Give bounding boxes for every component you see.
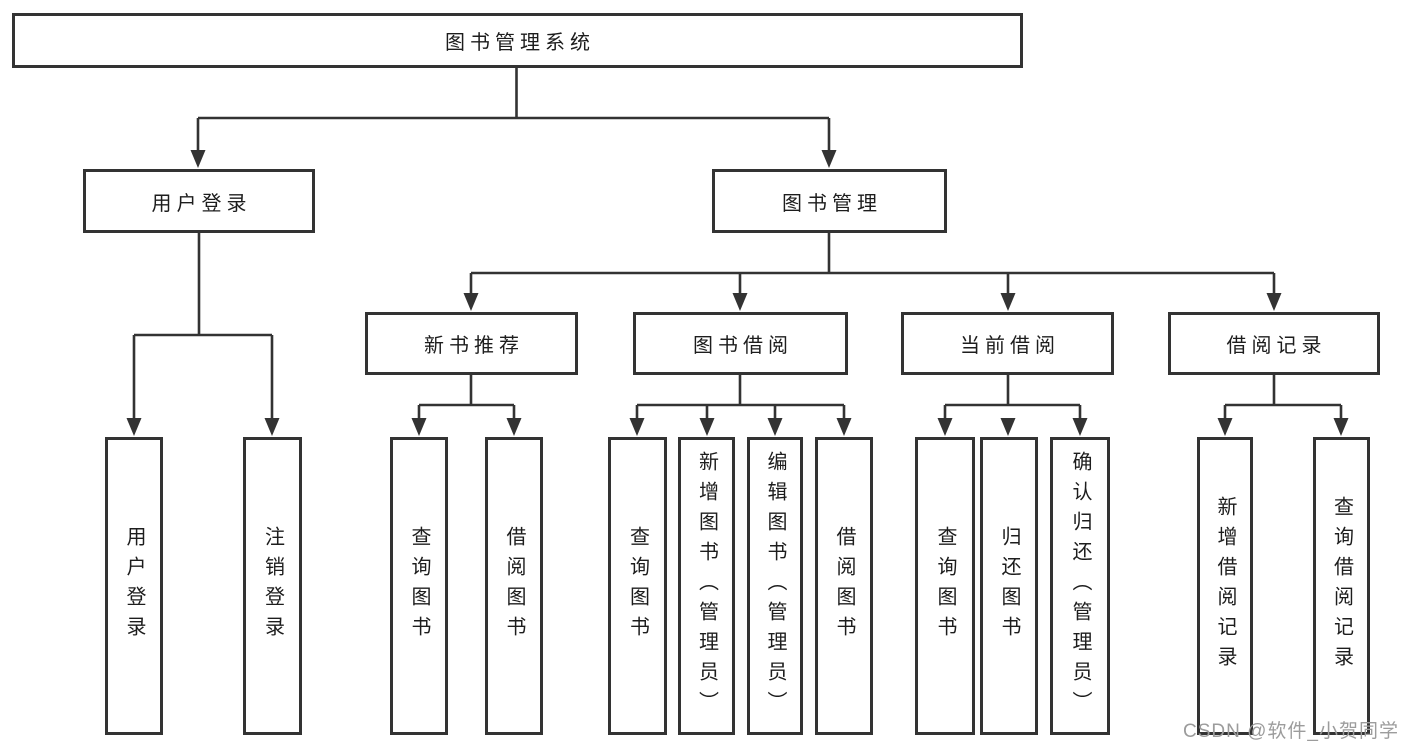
node-current-borrow-label: 当前借阅 bbox=[960, 335, 1060, 357]
node-user-login-label: 用户登录 bbox=[151, 192, 252, 215]
node-new-book-recommend: 新书推荐 bbox=[365, 312, 578, 375]
leaf-borrow-books: 借阅图书 bbox=[815, 437, 873, 735]
leaf-logout-label: 注销登录 bbox=[261, 526, 284, 646]
leaf-query-borrow-record-label: 查询借阅记录 bbox=[1330, 496, 1353, 676]
node-book-borrow: 图书借阅 bbox=[633, 312, 848, 375]
leaf-return-books-label: 归还图书 bbox=[998, 526, 1020, 646]
node-book-borrow-label: 图书借阅 bbox=[693, 335, 793, 357]
node-new-book-recommend-label: 新书推荐 bbox=[424, 335, 524, 357]
leaf-query-books-borrow: 查询图书 bbox=[608, 437, 667, 735]
leaf-edit-book-admin-label: 编辑图书（管理员） bbox=[764, 451, 786, 721]
node-current-borrow: 当前借阅 bbox=[901, 312, 1114, 375]
leaf-add-book-admin: 新增图书（管理员） bbox=[678, 437, 735, 735]
leaf-confirm-return-admin: 确认归还（管理员） bbox=[1050, 437, 1110, 735]
leaf-user-login-label: 用户登录 bbox=[123, 526, 145, 646]
leaf-query-books-borrow-label: 查询图书 bbox=[626, 526, 649, 646]
leaf-add-book-admin-label: 新增图书（管理员） bbox=[695, 451, 718, 721]
node-root: 图书管理系统 bbox=[12, 13, 1023, 68]
leaf-query-books-recommend: 查询图书 bbox=[390, 437, 448, 735]
leaf-borrow-books-label: 借阅图书 bbox=[833, 526, 855, 646]
leaf-query-books-recommend-label: 查询图书 bbox=[408, 526, 430, 646]
leaf-borrow-books-recommend: 借阅图书 bbox=[485, 437, 543, 735]
node-user-login: 用户登录 bbox=[83, 169, 315, 233]
leaf-query-borrow-record: 查询借阅记录 bbox=[1313, 437, 1370, 735]
node-borrow-record-label: 借阅记录 bbox=[1226, 335, 1327, 357]
leaf-confirm-return-admin-label: 确认归还（管理员） bbox=[1069, 451, 1091, 721]
leaf-add-borrow-record-label: 新增借阅记录 bbox=[1214, 496, 1236, 676]
node-borrow-record: 借阅记录 bbox=[1168, 312, 1380, 375]
node-book-management-label: 图书管理 bbox=[782, 192, 882, 215]
leaf-query-books-current-label: 查询图书 bbox=[934, 526, 956, 646]
leaf-logout: 注销登录 bbox=[243, 437, 302, 735]
leaf-query-books-current: 查询图书 bbox=[915, 437, 975, 735]
leaf-add-borrow-record: 新增借阅记录 bbox=[1197, 437, 1253, 735]
node-root-label: 图书管理系统 bbox=[445, 32, 595, 54]
leaf-borrow-books-recommend-label: 借阅图书 bbox=[503, 526, 525, 646]
leaf-return-books: 归还图书 bbox=[980, 437, 1038, 735]
node-book-management: 图书管理 bbox=[712, 169, 947, 233]
watermark-text: CSDN @软件_小贺同学 bbox=[1183, 721, 1399, 742]
leaf-user-login: 用户登录 bbox=[105, 437, 163, 735]
leaf-edit-book-admin: 编辑图书（管理员） bbox=[747, 437, 803, 735]
